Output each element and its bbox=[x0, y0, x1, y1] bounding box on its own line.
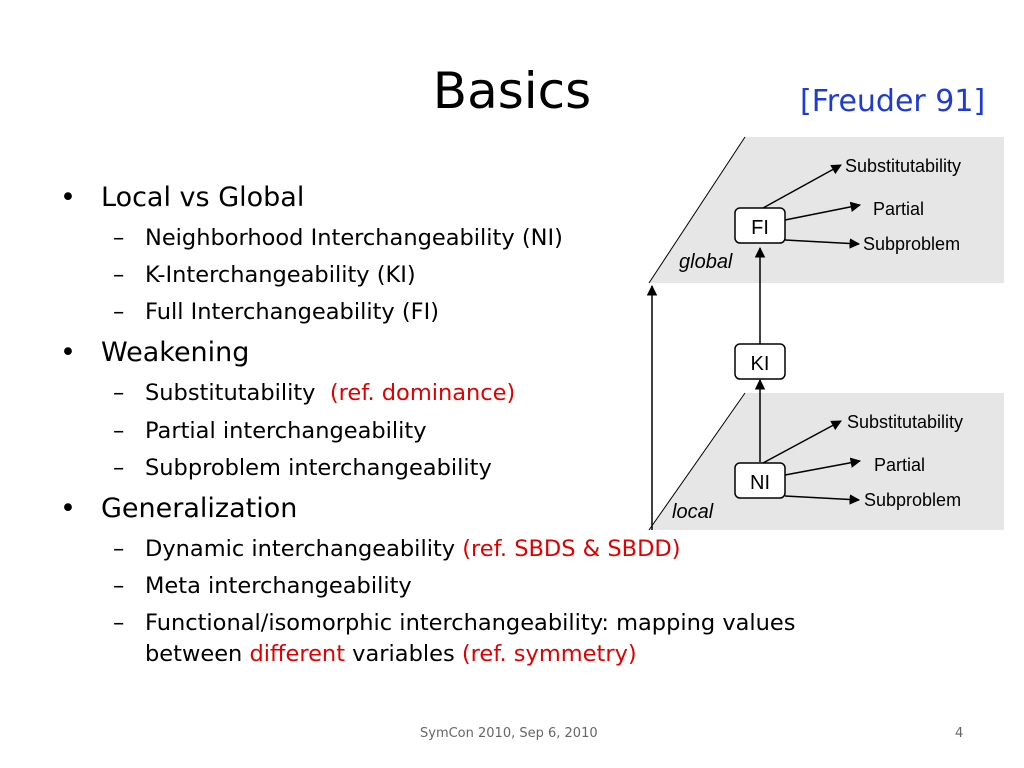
bullet-marker: • bbox=[60, 182, 76, 213]
sub-item-text: K-Interchangeability (KI) bbox=[145, 262, 416, 288]
global-target-partial: Partial bbox=[873, 199, 924, 219]
ni-partial-arrow bbox=[784, 457, 862, 476]
ni-subproblem-arrow bbox=[784, 494, 861, 505]
dash-marker: – bbox=[113, 455, 125, 481]
ni-substitutability-arrow bbox=[762, 420, 842, 464]
reference-note: (ref. dominance) bbox=[329, 380, 516, 406]
local-label: local bbox=[672, 501, 714, 523]
footer-text: SymCon 2010, Sep 6, 2010 bbox=[420, 726, 598, 741]
reference-note: (ref. symmetry) bbox=[461, 641, 637, 667]
local-target-subproblem: Subproblem bbox=[864, 490, 961, 510]
bullet-marker: • bbox=[60, 493, 76, 524]
slide-title: Basics bbox=[432, 62, 592, 120]
highlight-word: different bbox=[249, 641, 346, 667]
page-number: 4 bbox=[955, 726, 964, 741]
sub-item-text: Full Interchangeability (FI) bbox=[145, 299, 439, 325]
global-target-subproblem: Subproblem bbox=[863, 234, 960, 254]
global-plane-edge bbox=[648, 136, 746, 284]
dash-marker: – bbox=[113, 573, 125, 599]
dash-marker: – bbox=[113, 262, 125, 288]
dash-marker: – bbox=[113, 418, 125, 444]
global-plane bbox=[649, 137, 1004, 283]
bullet-label: Local vs Global bbox=[101, 182, 305, 213]
ki-box-label: KI bbox=[751, 353, 770, 375]
global-label: global bbox=[679, 251, 733, 273]
fi-substitutability-arrow bbox=[762, 164, 842, 209]
dash-marker: – bbox=[113, 610, 125, 636]
local-target-substitutability: Substitutability bbox=[847, 412, 963, 432]
reference-citation: [Freuder 91] bbox=[800, 84, 986, 119]
sub-item-text: Substitutability bbox=[145, 380, 316, 406]
sub-item-text: Functional/isomorphic interchangeability… bbox=[145, 610, 796, 636]
dash-marker: – bbox=[113, 225, 125, 251]
sub-item-text: Partial interchangeability bbox=[145, 418, 427, 444]
sub-item-text: Neighborhood Interchangeability (NI) bbox=[145, 225, 563, 251]
global-target-substitutability: Substitutability bbox=[845, 156, 961, 176]
local-target-partial: Partial bbox=[874, 455, 925, 475]
bullet-marker: • bbox=[60, 337, 76, 368]
fi-subproblem-arrow bbox=[784, 238, 861, 249]
ni-box-label: NI bbox=[750, 472, 770, 494]
bullet-label: Weakening bbox=[101, 337, 250, 368]
dash-marker: – bbox=[113, 536, 125, 562]
reference-note: (ref. SBDS & SBDD) bbox=[462, 536, 681, 562]
sub-item-text: Subproblem interchangeability bbox=[145, 455, 492, 481]
dash-marker: – bbox=[113, 380, 125, 406]
sub-item-text: variables bbox=[352, 641, 455, 667]
sub-item-text: between bbox=[145, 641, 243, 667]
fi-box bbox=[734, 207, 786, 244]
fi-box-label: FI bbox=[751, 217, 769, 239]
sub-item-text: Dynamic interchangeability bbox=[145, 536, 456, 562]
sub-item-text: Meta interchangeability bbox=[145, 573, 412, 599]
local-plane-edge bbox=[648, 392, 746, 531]
fi-partial-arrow bbox=[784, 201, 862, 221]
dash-marker: – bbox=[113, 299, 125, 325]
bullet-label: Generalization bbox=[101, 493, 298, 524]
ki-box bbox=[734, 343, 786, 380]
ni-box bbox=[734, 462, 786, 499]
